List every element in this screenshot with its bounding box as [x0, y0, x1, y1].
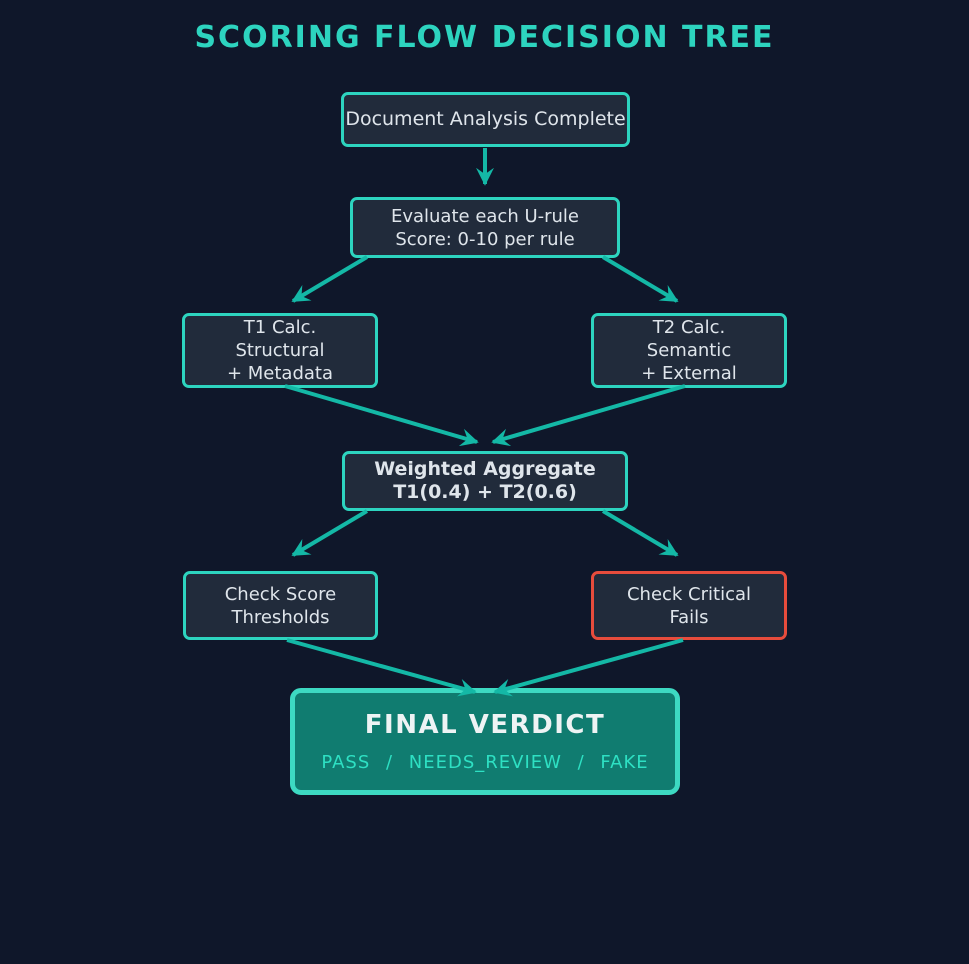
node-label-line: + External	[641, 363, 737, 384]
node-label-line: Structural	[235, 340, 325, 361]
final-verdict-options: PASS / NEEDS_REVIEW / FAKE	[321, 752, 649, 773]
node-label-line: Semantic	[646, 340, 732, 361]
arrow-t2-to-weighted	[491, 384, 686, 447]
final-verdict-title: FINAL VERDICT	[364, 710, 606, 740]
page-title: SCORING FLOW DECISION TREE	[194, 20, 775, 55]
node-label-line: T1 Calc.	[243, 317, 317, 338]
node-label-line: Score: 0-10 per rule	[395, 228, 575, 250]
node-check-score-thresholds: Check Score Thresholds	[183, 571, 378, 640]
arrow-critical-to-verdict	[493, 638, 684, 697]
node-evaluate-u-rules: Evaluate each U-rule Score: 0-10 per rul…	[350, 197, 620, 258]
node-final-verdict: FINAL VERDICT PASS / NEEDS_REVIEW / FAKE	[290, 688, 680, 795]
node-weighted-aggregate: Weighted Aggregate T1(0.4) + T2(0.6)	[342, 451, 628, 511]
arrow-t1-to-weighted	[284, 384, 479, 447]
node-label-line: T2 Calc.	[652, 317, 726, 338]
node-label-line: Weighted Aggregate	[374, 458, 596, 480]
node-label-line: Check Score	[224, 583, 337, 605]
arrow-evaluate-to-t2	[601, 255, 679, 303]
arrow-evaluate-to-t1	[291, 255, 369, 303]
arrow-weighted-to-critical	[601, 509, 679, 557]
node-check-critical-fails: Check Critical Fails	[591, 571, 787, 640]
node-label-line: Evaluate each U-rule	[390, 205, 580, 227]
arrow-thresholds-to-verdict	[286, 638, 477, 697]
node-label-line: Document Analysis Complete	[345, 108, 626, 130]
arrow-weighted-to-thresholds	[291, 509, 369, 557]
node-label-line: Thresholds	[231, 606, 330, 628]
node-label-line: T1(0.4) + T2(0.6)	[393, 481, 577, 503]
node-label-line: Fails	[669, 606, 709, 628]
node-label-line: Check Critical	[626, 583, 752, 605]
node-t2-calc: T2 Calc. Semantic + External	[591, 313, 787, 388]
node-t1-calc: T1 Calc. Structural + Metadata	[182, 313, 378, 388]
node-label-line: + Metadata	[226, 363, 334, 384]
node-document-analysis-complete: Document Analysis Complete	[341, 92, 630, 147]
